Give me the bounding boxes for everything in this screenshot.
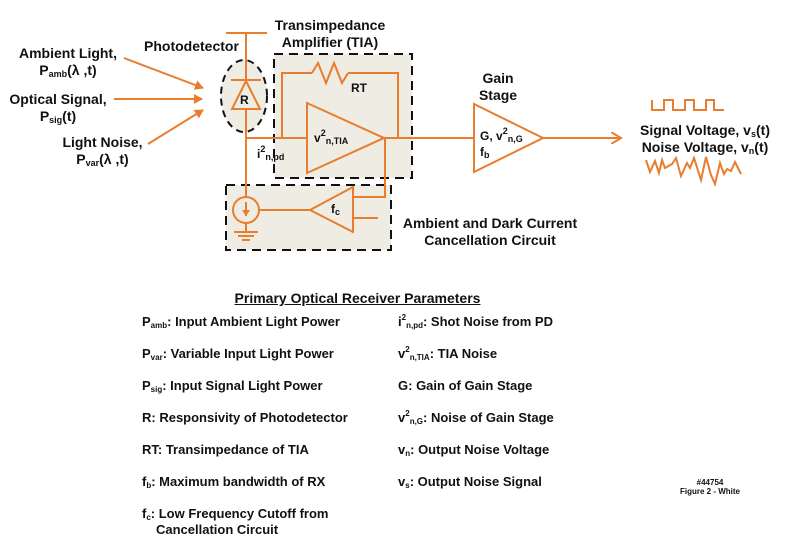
tia-title: Transimpedance Amplifier (TIA) bbox=[274, 17, 386, 50]
parameter-item: i2n,pd: Shot Noise from PD bbox=[398, 313, 553, 330]
optical-signal-label: Optical Signal, Psig(t) bbox=[9, 91, 107, 125]
tia-noise-label: v2n,TIA bbox=[314, 128, 349, 146]
noise-voltage-label: Noise Voltage, vn(t) bbox=[641, 139, 769, 156]
cutoff-label: fc bbox=[331, 202, 341, 217]
gain-stage-params: G, v2n,G fb bbox=[480, 126, 523, 160]
parameters-title: Primary Optical Receiver Parameters bbox=[234, 290, 481, 306]
ambient-light-arrow bbox=[123, 57, 204, 90]
parameter-item: Pvar: Variable Input Light Power bbox=[142, 346, 334, 362]
responsivity-label: R bbox=[240, 93, 249, 107]
cancellation-title: Ambient and Dark Current Cancellation Ci… bbox=[402, 215, 578, 248]
photodetector-title: Photodetector bbox=[144, 38, 239, 54]
cancellation-amplifier bbox=[307, 185, 354, 234]
light-noise-arrow bbox=[147, 109, 204, 145]
gain-stage-amplifier bbox=[473, 102, 546, 174]
noise-waveform bbox=[645, 155, 742, 188]
parameter-item: Pamb: Input Ambient Light Power bbox=[142, 314, 340, 330]
figure-label: Figure 2 - White bbox=[680, 487, 740, 496]
parameter-item: R: Responsivity of Photodetector bbox=[142, 410, 348, 425]
figure-id: #44754 bbox=[696, 478, 724, 487]
photodiode-symbol bbox=[230, 78, 262, 110]
parameter-item: RT: Transimpedance of TIA bbox=[142, 442, 309, 457]
light-noise-label: Light Noise, Pvar(λ ,t) bbox=[62, 134, 143, 168]
rt-resistor bbox=[311, 60, 349, 86]
output-labels: Signal Voltage, vs(t) Noise Voltage, vn(… bbox=[630, 122, 780, 156]
signal-waveform bbox=[651, 99, 724, 111]
ambient-light-label: Ambient Light, Pamb(λ ,t) bbox=[19, 45, 117, 79]
parameter-item: G: Gain of Gain Stage bbox=[398, 378, 533, 393]
parameter-item: fb: Maximum bandwidth of RX bbox=[142, 474, 326, 490]
parameter-item: vn: Output Noise Voltage bbox=[398, 442, 550, 458]
parameter-item: v2n,TIA: TIA Noise bbox=[398, 345, 498, 362]
pd-noise-label: i2n,pd bbox=[257, 144, 285, 162]
parameter-item: v2n,G: Noise of Gain Stage bbox=[398, 409, 554, 426]
figure-caption: #44754 Figure 2 - White bbox=[670, 478, 750, 496]
parameter-item: vs: Output Noise Signal bbox=[398, 474, 542, 490]
signal-voltage-label: Signal Voltage, vs(t) bbox=[639, 122, 770, 139]
gain-stage-title: Gain Stage bbox=[478, 70, 518, 103]
parameter-item: Psig: Input Signal Light Power bbox=[142, 378, 323, 394]
tia-amplifier bbox=[306, 101, 387, 175]
rt-label: RT bbox=[351, 81, 367, 95]
